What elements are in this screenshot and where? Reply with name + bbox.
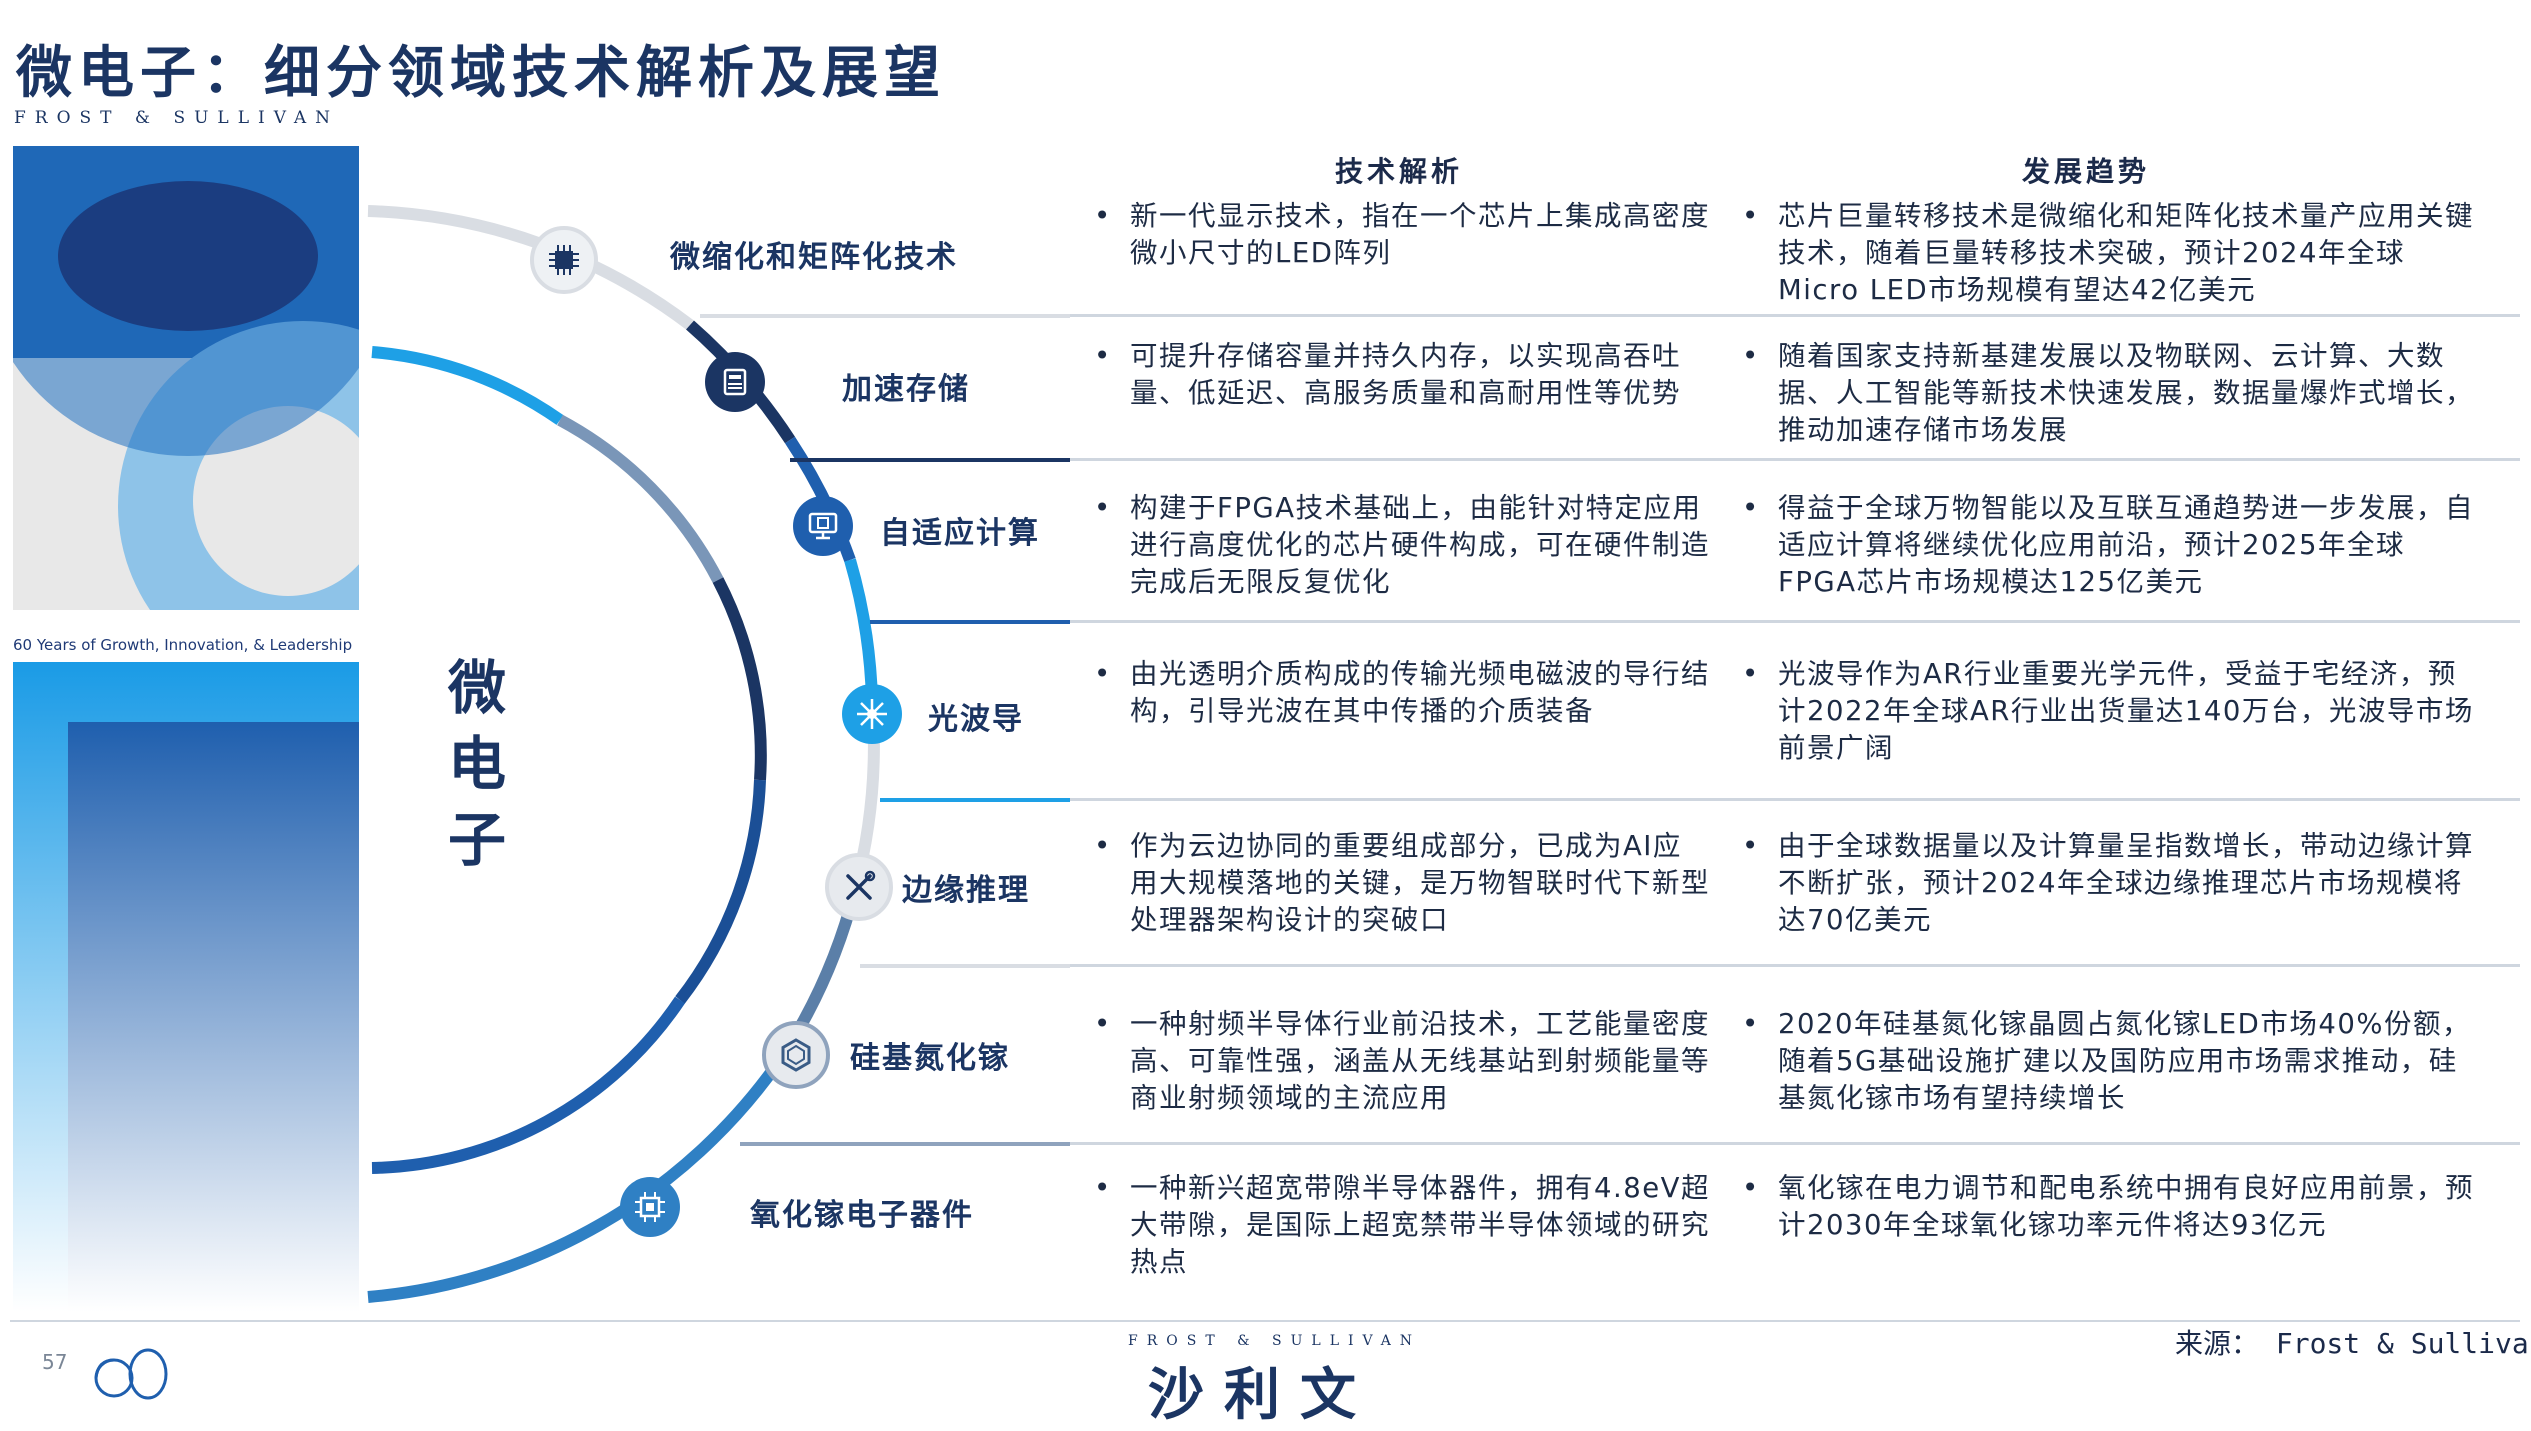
center-label-char: 电 (447, 730, 506, 798)
trend-cell: •由于全球数据量以及计算量呈指数增长，带动边缘计算不断扩张，预计2024年全球边… (1742, 830, 2474, 936)
anniversary-logo (86, 1336, 176, 1406)
analysis-cell: •由光透明介质构成的传输光频电磁波的导行结构，引导光波在其中传播的介质装备 (1094, 658, 1710, 727)
column-header-analysis: 技术解析 (1335, 155, 1464, 188)
chip-icon (530, 226, 598, 294)
tech-label-optical-waveguide: 光波导 (928, 702, 1024, 737)
tech-label-adaptive-computing: 自适应计算 (880, 516, 1040, 551)
tech-label-edge-inference: 边缘推理 (902, 873, 1030, 908)
row-divider (1070, 458, 2520, 461)
row-divider (1070, 798, 2520, 801)
footer-divider (10, 1320, 2520, 1322)
row-divider (1070, 1142, 2520, 1145)
center-label-char: 微 (447, 654, 506, 722)
analysis-cell: •新一代显示技术，指在一个芯片上集成高密度微小尺寸的LED阵列 (1094, 200, 1710, 269)
trend-cell: •2020年硅基氮化镓晶圆占氮化镓LED市场40%份额，随着5G基础设施扩建以及… (1742, 1008, 2471, 1114)
trend-cell: •氧化镓在电力调节和配电系统中拥有良好应用前景，预计2030年全球氧化镓功率元件… (1742, 1172, 2474, 1241)
center-label-char: 子 (447, 806, 506, 874)
page-title: 微电子：细分领域技术解析及展望 (16, 40, 946, 106)
center-label: 微 电 子 (442, 650, 512, 878)
tools-icon (825, 853, 893, 921)
page-number: 57 (42, 1350, 68, 1374)
trend-cell: •芯片巨量转移技术是微缩化和矩阵化技术量产应用关键技术，随着巨量转移技术突破，预… (1742, 200, 2474, 306)
gradient-panel (13, 662, 359, 1312)
analysis-cell: •一种射频半导体行业前沿技术，工艺能量密度高、可靠性强，涵盖从无线基站到射频能量… (1094, 1008, 1710, 1114)
analysis-cell: •可提升存储容量并持久内存，以实现高吞吐量、低延迟、高服务质量和高耐用性等优势 (1094, 340, 1681, 409)
trend-cell: •光波导作为AR行业重要光学元件，受益于宅经济，预计2022年全球AR行业出货量… (1742, 658, 2474, 764)
tech-label-accelerated-storage: 加速存储 (842, 372, 970, 407)
footer-brand-chinese: 沙利文 (1148, 1362, 1376, 1428)
tech-label-gallium-oxide: 氧化镓电子器件 (750, 1198, 974, 1233)
column-header-trend: 发展趋势 (2022, 155, 2151, 188)
row-divider (1070, 964, 2520, 967)
analysis-cell: •构建于FPGA技术基础上，由能针对特定应用进行高度优化的芯片硬件构成，可在硬件… (1094, 492, 1710, 598)
light-burst-icon (842, 684, 902, 744)
monitor-chip-icon (793, 496, 853, 556)
anniversary-graphic (13, 146, 359, 610)
source-note: 来源： Frost & Sullivan (2175, 1327, 2531, 1360)
analysis-cell: •一种新兴超宽带隙半导体器件，拥有4.8eV超大带隙，是国际上超宽禁带半导体领域… (1094, 1172, 1710, 1278)
footer-brand-english: FROST & SULLIVAN (1128, 1333, 1422, 1349)
brand-wordmark: FROST & SULLIVAN (14, 108, 339, 128)
circuit-chip-icon (620, 1177, 680, 1237)
hexagon-icon (762, 1021, 830, 1089)
row-divider (1070, 620, 2520, 623)
memory-card-icon (705, 352, 765, 412)
trend-cell: •随着国家支持新基建发展以及物联网、云计算、大数据、人工智能等新技术快速发展，数… (1742, 340, 2474, 446)
tech-label-microdisplay: 微缩化和矩阵化技术 (670, 240, 958, 275)
row-divider (1070, 314, 2520, 317)
analysis-cell: •作为云边协同的重要组成部分，已成为AI应用大规模落地的关键，是万物智联时代下新… (1094, 830, 1710, 936)
tech-label-gan-on-si: 硅基氮化镓 (850, 1041, 1010, 1076)
trend-cell: •得益于全球万物智能以及互联互通趋势进一步发展，自适应计算将继续优化应用前沿，预… (1742, 492, 2474, 598)
anniversary-tagline: 60 Years of Growth, Innovation, & Leader… (13, 636, 353, 654)
